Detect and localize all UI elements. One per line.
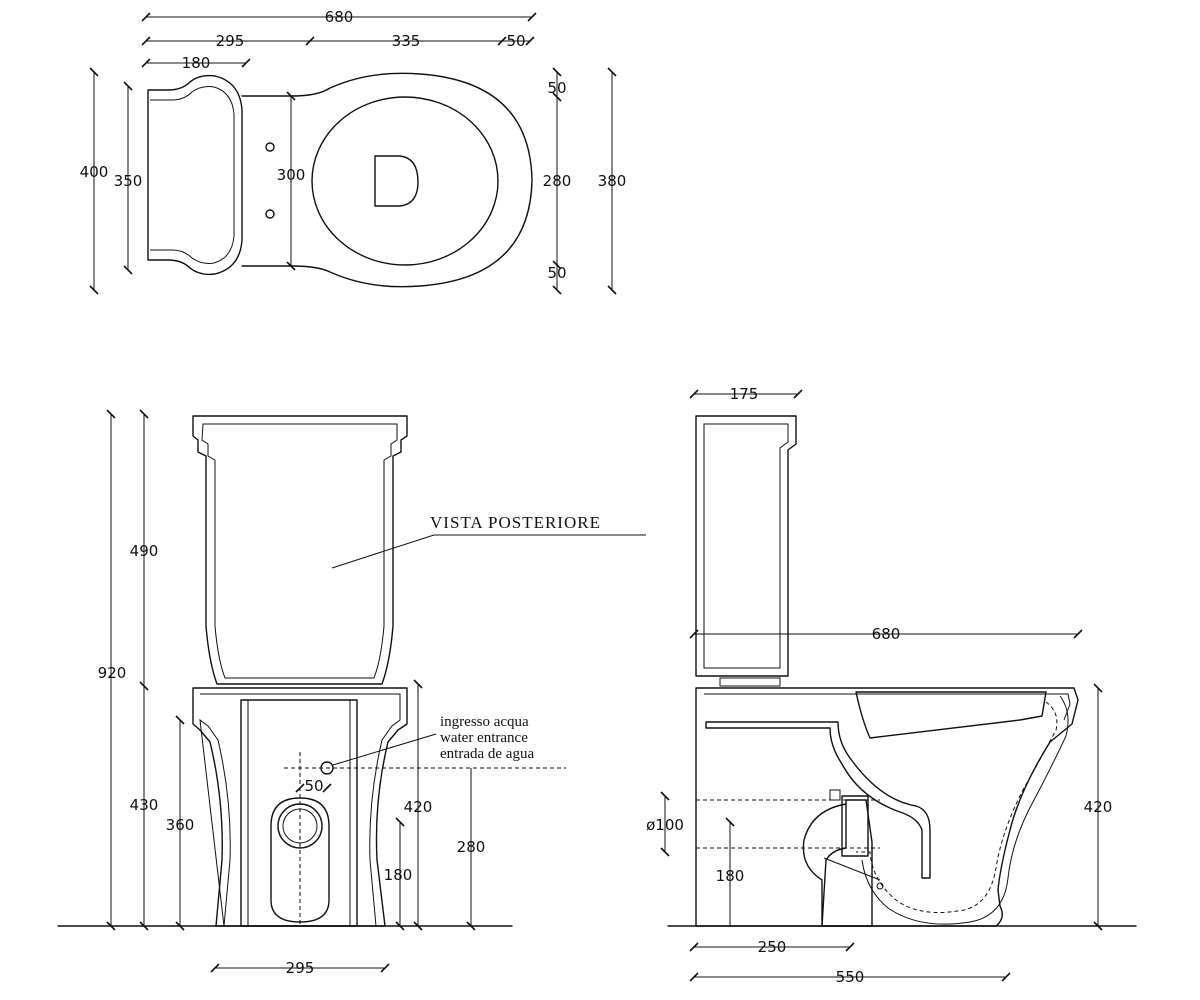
- rear-tank-outline: [192, 415, 408, 685]
- dim-rear-foot-height: 360: [166, 816, 195, 834]
- top-tank-inner: [150, 86, 235, 264]
- side-tank-inner: [703, 423, 789, 669]
- rear-view: VISTA POSTERIORE ingresso acqua water en…: [57, 409, 646, 977]
- top-fixing-hole: [265, 142, 275, 152]
- dim-side-overall-length: 680: [872, 625, 901, 643]
- dim-top-tank-depth: 180: [182, 54, 211, 72]
- rear-inlet-leader: [332, 733, 437, 766]
- dim-rear-inlet-height: 280: [457, 838, 486, 856]
- dim-top-seat-width: 280: [543, 172, 572, 190]
- dim-top-seat-margin-top: 50: [547, 79, 566, 97]
- side-outlet-collar: [841, 795, 869, 857]
- water-entrance-it: ingresso acqua: [440, 714, 529, 730]
- side-inlet-joint: [876, 882, 884, 890]
- dim-top-front-offset: 50: [506, 32, 525, 50]
- side-outlet-fitting: [821, 799, 873, 927]
- rear-bowl-outline: [192, 687, 408, 927]
- side-bowl-rim-inner: [704, 693, 1071, 721]
- side-tank-outline: [695, 415, 797, 677]
- dim-top-overall-length: 680: [325, 8, 354, 26]
- dim-rear-seat-height: 420: [404, 798, 433, 816]
- dim-side-outlet-diameter: ø100: [646, 816, 684, 834]
- dim-rear-tank-height: 490: [130, 542, 159, 560]
- dim-side-seat-height: 420: [1084, 798, 1113, 816]
- top-bowl-outline: [291, 72, 533, 288]
- rear-outlet-channel: [270, 797, 330, 923]
- dim-top-seat-margin-bottom: 50: [547, 264, 566, 282]
- dim-top-overall-width: 400: [80, 163, 109, 181]
- side-inlet-pipe: [823, 857, 881, 881]
- rear-bowl-inner: [199, 693, 401, 927]
- water-entrance-es: entrada de agua: [440, 746, 534, 762]
- rear-water-inlet: [320, 761, 334, 775]
- rear-pedestal-panel-inner: [247, 699, 351, 927]
- dim-top-bowl-width: 380: [598, 172, 627, 190]
- side-bowl-basin: [705, 721, 931, 879]
- dim-rear-outlet-height: 180: [384, 866, 413, 884]
- top-fixing-hole: [265, 209, 275, 219]
- dim-rear-base-width: 295: [286, 959, 315, 977]
- side-tank-base: [719, 677, 781, 687]
- dim-side-tank-depth: 175: [730, 385, 759, 403]
- rear-title-leader: [331, 534, 435, 569]
- side-trap-wall: [861, 695, 1069, 925]
- side-bowl-outline: [695, 687, 1079, 927]
- dim-top-neck-width: 300: [277, 166, 306, 184]
- dim-top-bowl-section: 335: [392, 32, 421, 50]
- dim-side-outlet-distance: 250: [758, 938, 787, 956]
- rear-view-title: VISTA POSTERIORE: [430, 513, 601, 532]
- side-outlet-elbow: [802, 803, 847, 927]
- top-drain: [374, 155, 419, 207]
- dim-rear-bowl-height: 430: [130, 796, 159, 814]
- side-inlet-clamp: [829, 789, 841, 801]
- top-seat-opening: [311, 96, 499, 266]
- side-trap-channel: [856, 701, 1058, 913]
- top-view: 680 295 335 50 180 400 350 300 50 280 5: [80, 8, 627, 295]
- dim-top-tank-section: 295: [216, 32, 245, 50]
- rear-pedestal-panel: [240, 699, 358, 927]
- dim-side-outlet-height: 180: [716, 867, 745, 885]
- dim-rear-total-height: 920: [98, 664, 127, 682]
- dim-rear-inlet-diameter: 50: [304, 777, 323, 795]
- dim-top-tank-width: 350: [114, 172, 143, 190]
- side-seat-surface: [855, 691, 1047, 739]
- rear-tank-inner: [201, 423, 398, 679]
- side-view: 175 680 ø100 180 420 250 550: [646, 385, 1137, 986]
- water-entrance-en: water entrance: [440, 730, 528, 746]
- dim-side-base-length: 550: [836, 968, 865, 986]
- top-tank-outline: [147, 74, 243, 276]
